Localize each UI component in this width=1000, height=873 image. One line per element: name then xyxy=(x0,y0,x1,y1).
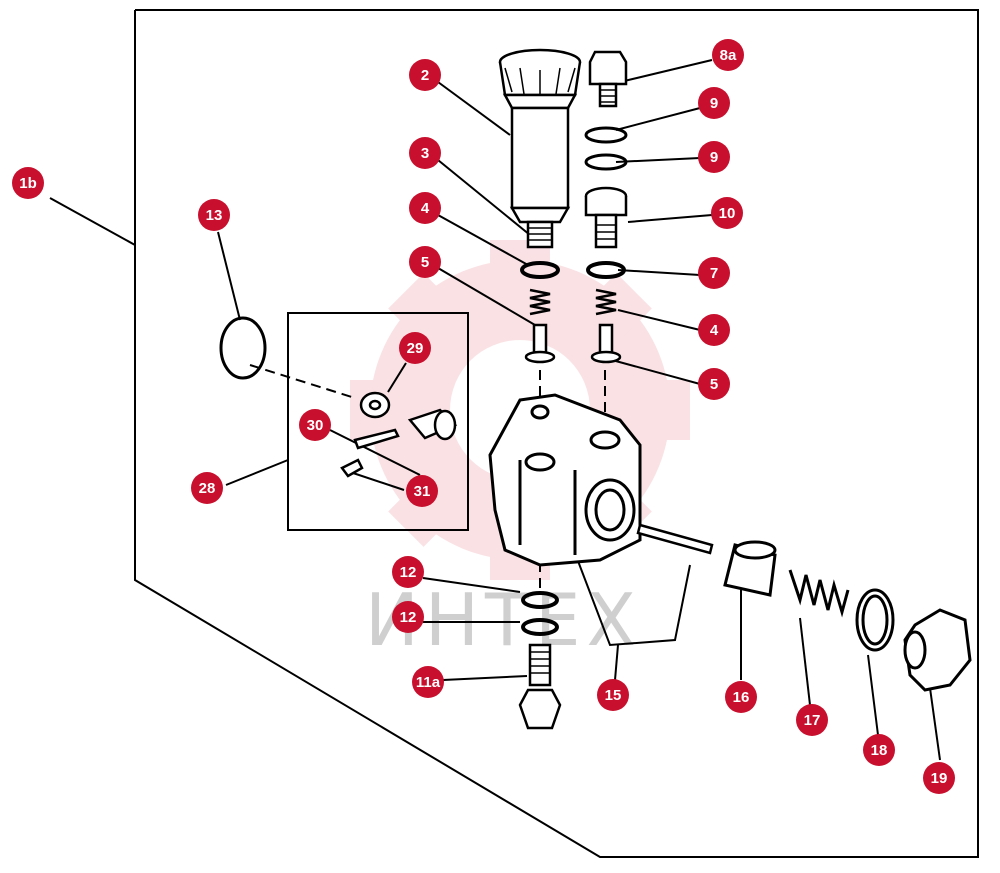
callout-11a: 11a xyxy=(412,666,444,698)
part-2-filter-housing xyxy=(498,48,582,249)
part-30-pin xyxy=(353,408,458,450)
callout-2: 2 xyxy=(409,59,441,91)
svg-text:11a: 11a xyxy=(416,674,441,691)
svg-text:5: 5 xyxy=(421,254,429,271)
callout-5b: 5 xyxy=(698,368,730,400)
callout-16: 16 xyxy=(725,681,757,713)
part-5-valves xyxy=(524,323,622,364)
part-15-rod xyxy=(636,523,714,555)
callout-10: 10 xyxy=(711,197,743,229)
svg-text:28: 28 xyxy=(199,480,216,497)
callout-28: 28 xyxy=(191,472,223,504)
svg-text:7: 7 xyxy=(710,265,718,282)
callout-15: 15 xyxy=(597,679,629,711)
callout-31: 31 xyxy=(406,475,438,507)
part-13-snap-ring xyxy=(219,316,267,380)
callout-9a: 9 xyxy=(698,87,730,119)
svg-text:1b: 1b xyxy=(19,175,37,192)
part-17-spring xyxy=(788,569,850,618)
callout-18: 18 xyxy=(863,734,895,766)
part-16-sleeve xyxy=(723,540,777,597)
svg-text:5: 5 xyxy=(710,376,718,393)
svg-text:17: 17 xyxy=(804,712,821,729)
callout-30: 30 xyxy=(299,409,331,441)
part-12-washers xyxy=(521,591,559,636)
inset-box-28 xyxy=(287,312,469,531)
part-9-washers xyxy=(584,126,628,171)
svg-text:19: 19 xyxy=(931,770,948,787)
callout-4b: 4 xyxy=(698,314,730,346)
svg-text:3: 3 xyxy=(421,145,429,162)
svg-text:15: 15 xyxy=(605,687,622,704)
callout-7: 7 xyxy=(698,257,730,289)
callout-4a: 4 xyxy=(409,192,441,224)
part-4-springs xyxy=(529,288,617,316)
callout-29: 29 xyxy=(399,332,431,364)
svg-text:10: 10 xyxy=(719,205,736,222)
leader-1b xyxy=(49,197,136,246)
svg-text:29: 29 xyxy=(407,340,424,357)
svg-text:4: 4 xyxy=(421,200,430,217)
part-29-nut xyxy=(359,391,391,419)
callout-17: 17 xyxy=(796,704,828,736)
part-4-7-seal-rings xyxy=(520,261,626,279)
svg-text:13: 13 xyxy=(206,207,223,224)
part-31-clip xyxy=(340,458,364,478)
callout-19: 19 xyxy=(923,762,955,794)
callout-5a: 5 xyxy=(409,246,441,278)
svg-text:30: 30 xyxy=(307,417,324,434)
svg-text:12: 12 xyxy=(400,609,417,626)
callout-12a: 12 xyxy=(392,556,424,588)
callouts: 1b 2 3 4 5 8a 9 9 10 7 4 5 13 29 30 28 3… xyxy=(12,39,955,794)
callout-12b: 12 xyxy=(392,601,424,633)
svg-text:12: 12 xyxy=(400,564,417,581)
svg-text:8a: 8a xyxy=(720,47,737,64)
part-18-gasket xyxy=(855,588,895,652)
svg-text:2: 2 xyxy=(421,67,429,84)
leader-lines xyxy=(217,59,941,761)
svg-text:18: 18 xyxy=(871,742,888,759)
part-11a-bolt xyxy=(518,643,562,730)
svg-text:16: 16 xyxy=(733,689,750,706)
callout-8a: 8a xyxy=(712,39,744,71)
callout-1b: 1b xyxy=(12,167,44,199)
part-10-fitting xyxy=(584,186,628,249)
part-19-plug xyxy=(903,608,972,692)
callout-3: 3 xyxy=(409,137,441,169)
svg-text:4: 4 xyxy=(710,322,719,339)
frame-outline xyxy=(134,9,979,858)
part-8a-bolt xyxy=(588,50,628,108)
svg-text:31: 31 xyxy=(414,483,431,500)
svg-text:9: 9 xyxy=(710,149,718,166)
pump-body xyxy=(488,393,642,567)
callout-13: 13 xyxy=(198,199,230,231)
svg-text:9: 9 xyxy=(710,95,718,112)
callout-9b: 9 xyxy=(698,141,730,173)
